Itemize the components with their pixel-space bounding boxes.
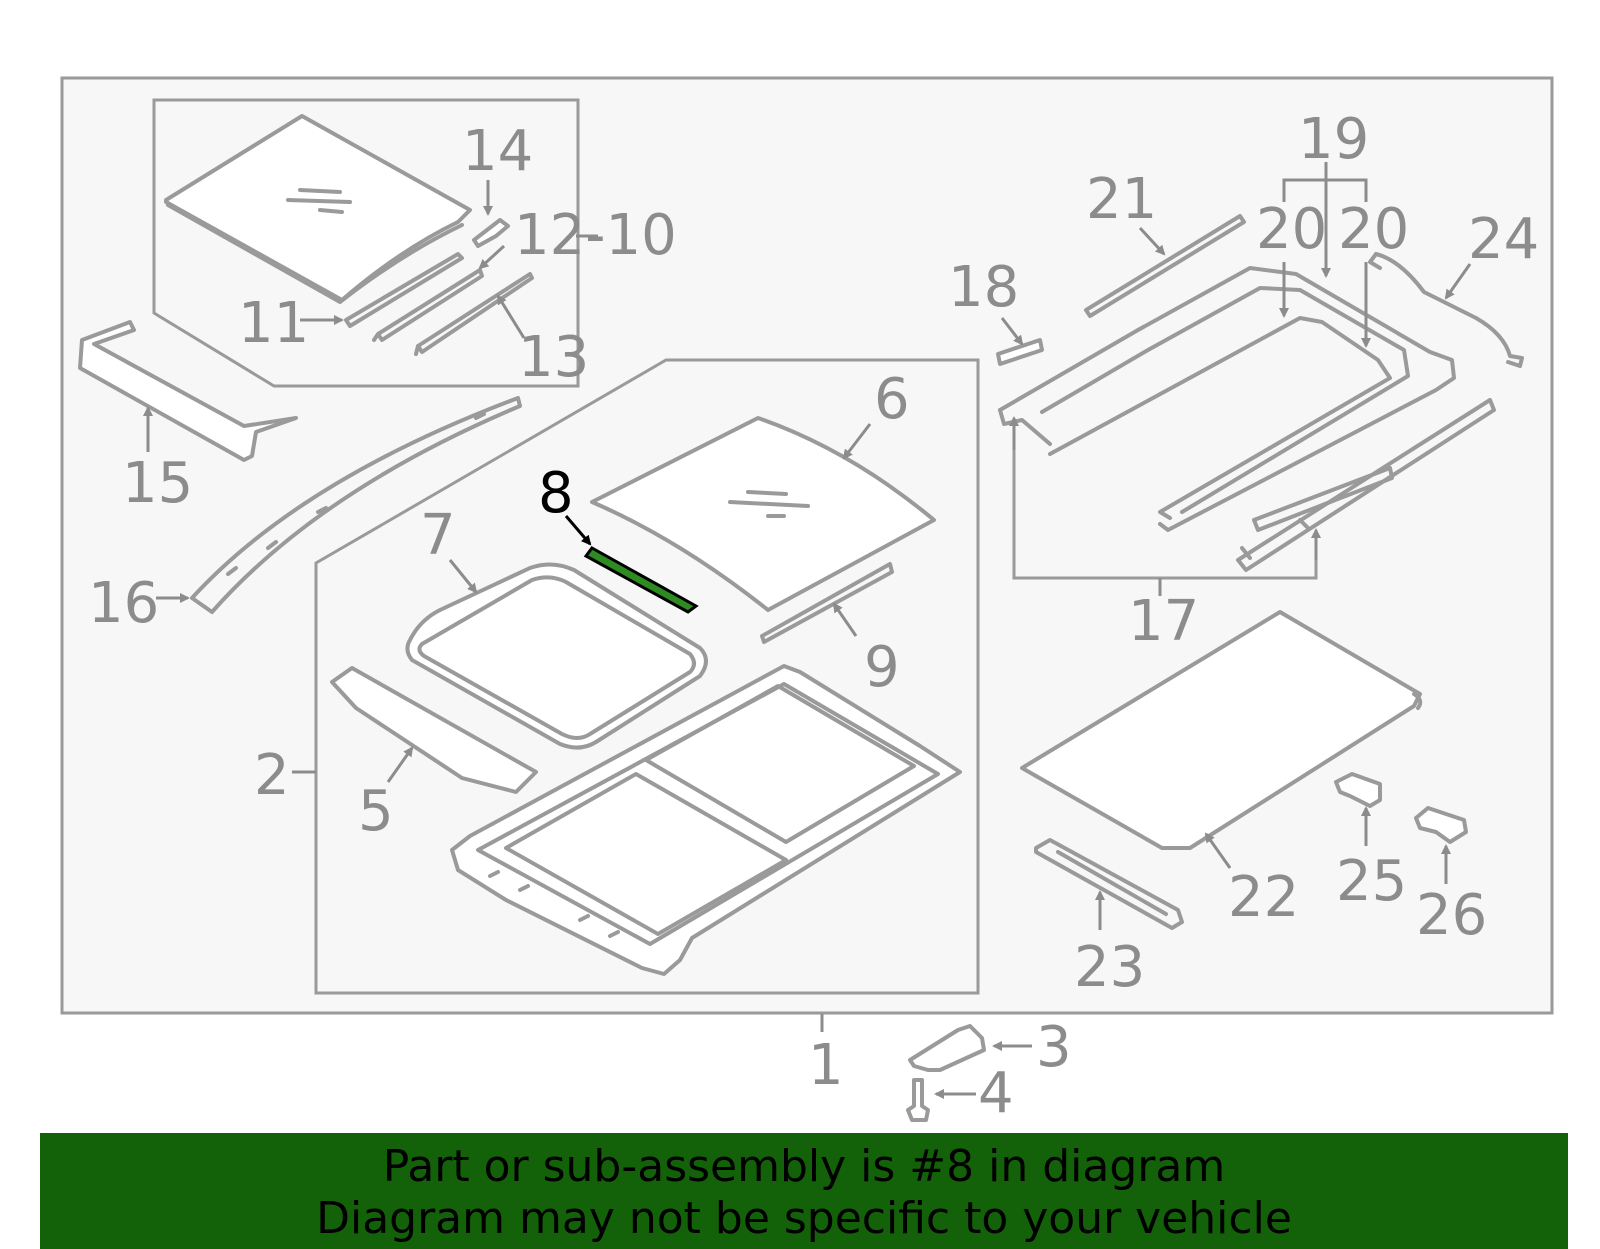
part-8 xyxy=(583,546,699,614)
callout-21: 21 xyxy=(1086,167,1157,232)
part-26 xyxy=(1414,806,1468,844)
callout-25: 25 xyxy=(1336,849,1407,914)
frame-assembly xyxy=(450,664,962,976)
callout-18: 18 xyxy=(948,255,1019,320)
part-14 xyxy=(472,218,510,248)
part-5 xyxy=(330,666,538,794)
leader-lines xyxy=(143,162,1472,1099)
part-9 xyxy=(760,562,894,644)
callout-19: 19 xyxy=(1298,107,1369,172)
rail-assembly-17 xyxy=(998,266,1496,572)
part-15 xyxy=(78,320,298,462)
callout-17: 17 xyxy=(1128,589,1199,654)
part-23 xyxy=(1034,838,1184,930)
part-11 xyxy=(344,252,464,328)
part-24 xyxy=(1368,252,1524,368)
shade-panel-22 xyxy=(1020,610,1423,850)
banner-line-1: Part or sub-assembly is #8 in diagram xyxy=(382,1141,1226,1192)
part-21 xyxy=(1084,214,1246,318)
callout-22: 22 xyxy=(1228,865,1299,930)
part-4-bolt xyxy=(906,1078,930,1122)
part-3 xyxy=(908,1024,986,1072)
subassembly-10-frame xyxy=(152,98,580,388)
glass-panel-10 xyxy=(164,114,472,304)
callout-23: 23 xyxy=(1074,935,1145,1000)
subassembly-2-frame xyxy=(314,358,980,995)
seal-7 xyxy=(405,562,708,750)
callout-16: 16 xyxy=(88,571,159,636)
callout-26: 26 xyxy=(1416,883,1487,948)
callout-4: 4 xyxy=(978,1061,1014,1126)
part-16 xyxy=(190,396,522,614)
glass-panel-6 xyxy=(590,416,936,612)
callout-7: 7 xyxy=(420,503,456,568)
part-18 xyxy=(996,338,1044,366)
callout-11: 11 xyxy=(238,291,309,356)
callout-3: 3 xyxy=(1036,1015,1072,1080)
callout-24: 24 xyxy=(1468,207,1539,272)
part-25 xyxy=(1334,772,1382,808)
callout-15: 15 xyxy=(122,451,193,516)
callout-1: 1 xyxy=(808,1033,844,1098)
callout-2: 2 xyxy=(254,743,290,808)
callout-13: 13 xyxy=(518,325,589,390)
callout-5: 5 xyxy=(358,779,394,844)
callout-6: 6 xyxy=(874,367,910,432)
callout-8: 8 xyxy=(538,461,574,526)
callout-20-right: 20 xyxy=(1338,197,1409,262)
callout-labels: 14 12-10 11 13 15 16 6 8 7 9 2 5 21 18 1… xyxy=(88,107,1539,1126)
callout-12-10: 12-10 xyxy=(514,203,677,268)
callout-9: 9 xyxy=(864,635,900,700)
callout-20-left: 20 xyxy=(1256,197,1327,262)
banner-line-2: Diagram may not be specific to your vehi… xyxy=(316,1193,1292,1244)
notice-banner: Part or sub-assembly is #8 in diagram Di… xyxy=(40,1133,1568,1249)
part-12 xyxy=(372,268,484,342)
part-13 xyxy=(414,272,534,356)
callout-14: 14 xyxy=(462,119,533,184)
